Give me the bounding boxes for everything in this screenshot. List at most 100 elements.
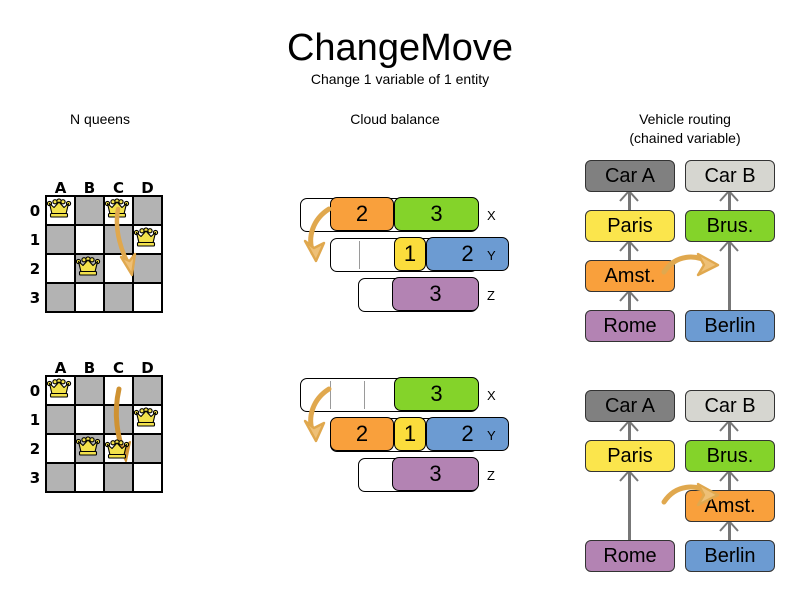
rank-label-0: 0 [29,382,41,400]
cell-d0[interactable] [133,376,162,405]
process-block[interactable]: 1 [394,237,426,272]
computer-label-z: Z [487,468,495,483]
process-block[interactable]: 3 [392,457,479,492]
file-label-c: C [112,179,124,197]
move-arrow-icon [303,206,332,263]
file-label-a: A [54,179,67,197]
process-block[interactable]: 2 [426,417,509,452]
cell-c3[interactable] [104,463,133,492]
chain-link [728,242,731,310]
cell-b1[interactable] [75,225,104,254]
chain-link [728,472,731,490]
cell-b3[interactable] [75,283,104,312]
section-title-nqueens: N queens [70,111,130,127]
process-block-moved[interactable]: 2 [330,417,394,452]
move-arrow-icon [114,206,137,277]
cell-a1[interactable] [46,405,75,434]
rank-label-2: 2 [29,260,41,278]
vehicle-node-amst-moved[interactable]: Amst. [685,490,775,522]
vehicle-node-berlin[interactable]: Berlin [685,310,775,342]
chain-link [728,192,731,210]
chain-link [728,522,731,540]
vehicle-node-paris[interactable]: Paris [585,440,675,472]
chain-link [628,472,631,540]
page-subtitle: Change 1 variable of 1 entity [310,71,490,87]
capacity-divider [359,241,360,269]
rank-label-3: 3 [29,289,41,307]
computer-bar-y[interactable]: 2 1 2 [330,417,509,452]
computer-bar-y[interactable]: 1 2 [330,237,509,272]
computer-label-y: Y [487,248,496,263]
cell-a0[interactable] [46,196,75,225]
cell-b0[interactable] [75,376,104,405]
chessboard-before[interactable] [45,195,163,313]
computer-bar-z[interactable]: 3 [358,277,479,312]
process-block[interactable]: 3 [392,277,479,312]
cell-a0[interactable] [46,376,75,405]
move-arrow-icon [303,386,332,443]
rank-label-1: 1 [29,411,41,429]
vehicle-node-brus[interactable]: Brus. [685,440,775,472]
capacity-divider [364,381,365,409]
cell-d3[interactable] [133,283,162,312]
cell-b1[interactable] [75,405,104,434]
process-block[interactable]: 2 [330,197,394,232]
file-label-b: B [83,179,96,197]
cell-a2[interactable] [46,254,75,283]
cell-d3[interactable] [133,463,162,492]
chain-link [728,422,731,440]
cell-d2[interactable] [133,254,162,283]
section-title-cloudbalance: Cloud balance [350,111,440,127]
chain-link [628,192,631,210]
process-block[interactable]: 3 [394,377,479,412]
section-title-vehiclerouting-line1: Vehicle routing [639,111,731,127]
vehicle-node-car-a[interactable]: Car A [585,390,675,422]
page-title: ChangeMove [286,27,514,69]
computer-label-x: X [487,208,496,223]
rank-label-2: 2 [29,440,41,458]
file-label-a: A [54,359,67,377]
process-block[interactable]: 3 [394,197,479,232]
vehicle-node-car-a[interactable]: Car A [585,160,675,192]
vehicle-node-rome[interactable]: Rome [585,310,675,342]
cell-a2[interactable] [46,434,75,463]
computer-bar-x[interactable]: 3 [300,377,479,412]
move-arrow-icon [661,482,720,507]
computer-bar-z[interactable]: 3 [358,457,479,492]
vehicle-node-paris[interactable]: Paris [585,210,675,242]
cell-d2[interactable] [133,434,162,463]
cell-d0[interactable] [133,196,162,225]
cell-a3[interactable] [46,463,75,492]
vehicle-node-rome[interactable]: Rome [585,540,675,572]
rank-label-3: 3 [29,469,41,487]
vehicle-node-car-b[interactable]: Car B [685,160,775,192]
cell-b2[interactable] [75,254,104,283]
cell-b0[interactable] [75,196,104,225]
file-label-b: B [83,359,96,377]
file-label-c: C [112,359,124,377]
file-label-d: D [141,359,154,377]
move-arrow-icon [113,386,131,462]
process-block[interactable]: 2 [426,237,509,272]
computer-label-x: X [487,388,496,403]
section-title-vehiclerouting-line2: (chained variable) [629,130,741,146]
computer-label-y: Y [487,428,496,443]
cell-b3[interactable] [75,463,104,492]
move-arrow-icon [661,252,720,277]
chain-link [628,422,631,440]
chain-link [628,242,631,260]
vehicle-node-amst[interactable]: Amst. [585,260,675,292]
cell-a3[interactable] [46,283,75,312]
chessboard-after[interactable] [45,375,163,493]
cell-b2[interactable] [75,434,104,463]
computer-label-z: Z [487,288,495,303]
file-label-d: D [141,179,154,197]
cell-a1[interactable] [46,225,75,254]
vehicle-node-berlin[interactable]: Berlin [685,540,775,572]
process-block[interactable]: 1 [394,417,426,452]
computer-bar-x[interactable]: 2 3 [300,197,479,232]
vehicle-node-car-b[interactable]: Car B [685,390,775,422]
vehicle-node-brus[interactable]: Brus. [685,210,775,242]
cell-c3[interactable] [104,283,133,312]
rank-label-1: 1 [29,231,41,249]
